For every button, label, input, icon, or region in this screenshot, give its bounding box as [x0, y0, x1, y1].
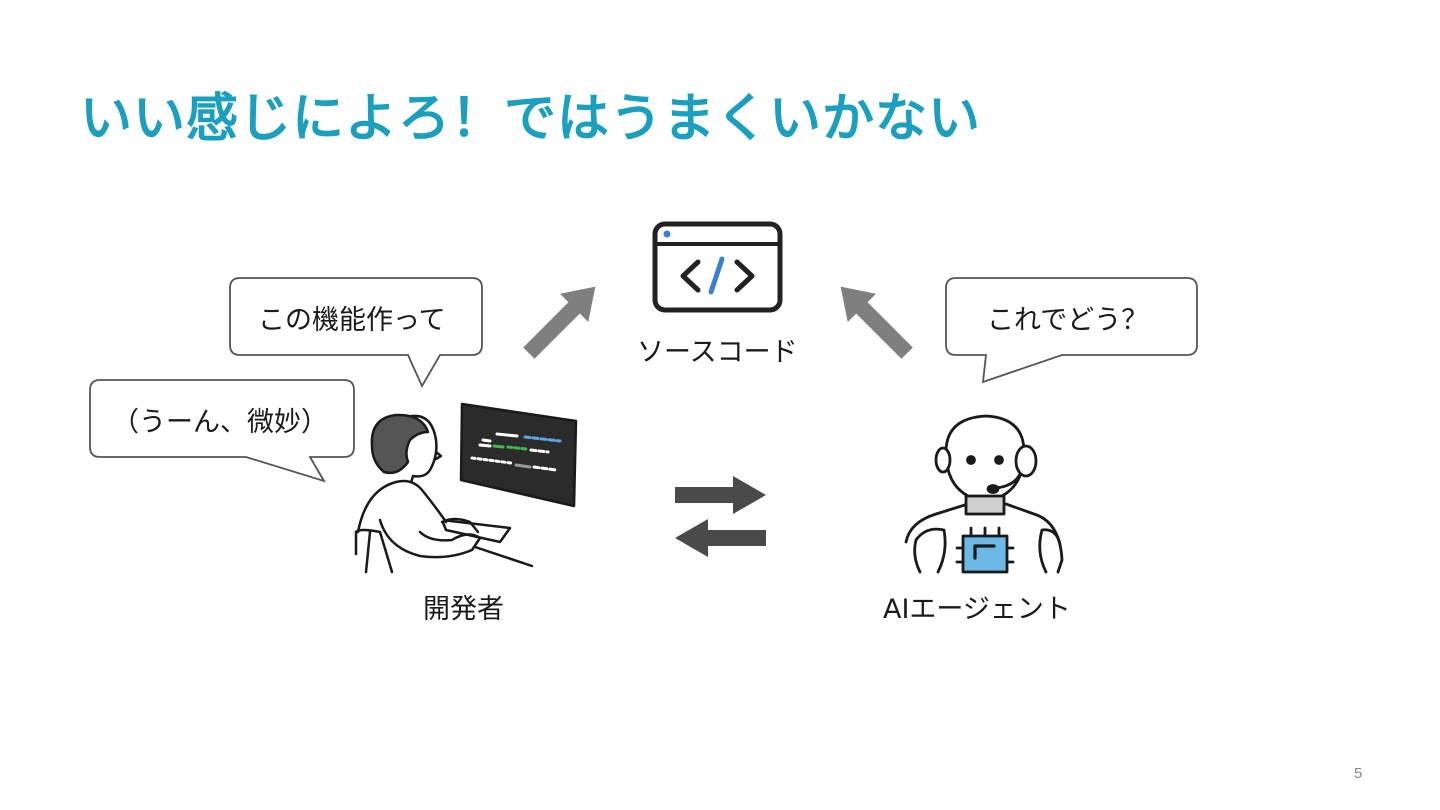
page-number: 5: [1354, 765, 1363, 782]
speech-bubble-request: [229, 277, 483, 388]
arrow-up-left: [840, 286, 913, 359]
speech-bubble-thought: [89, 379, 355, 483]
developer-label: 開発者: [423, 594, 504, 625]
agent-reply-text: これでどう？: [987, 305, 1149, 336]
developer-illustration: [354, 402, 578, 574]
code-window-icon: [652, 221, 783, 313]
source-code-label: ソースコード: [637, 337, 798, 368]
developer-thought-text: （うーん、微妙）: [112, 407, 328, 438]
speech-bubble-reply: [945, 277, 1198, 384]
robot-agent-illustration: [904, 414, 1064, 574]
slide-title: いい感じによろ！ではうまくいかない: [80, 89, 982, 149]
exchange-arrows: [675, 476, 766, 557]
arrow-up-right: [523, 286, 596, 359]
ai-agent-label: AIエージェント: [883, 594, 1071, 625]
developer-request-text: この機能作って: [258, 305, 446, 336]
